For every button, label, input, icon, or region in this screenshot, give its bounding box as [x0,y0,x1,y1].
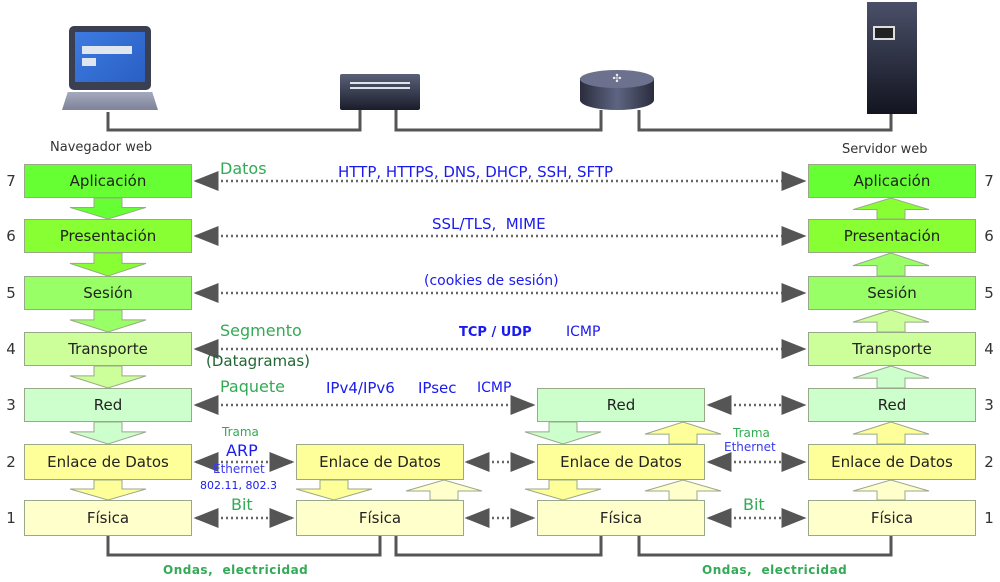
protocols-ethernet: Ethernet [213,462,265,476]
protocols-transport: TCP / UDP [459,325,532,340]
up-arrow-server [852,421,930,445]
server-label: Servidor web [842,142,928,157]
server-layer-presentacion: Presentación [808,219,976,253]
pdu-segmento: Segmento [220,321,302,340]
client-label: Navegador web [50,140,153,155]
pdu-bit-right: Bit [743,495,765,514]
pdu-paquete: Paquete [220,377,285,396]
protocols-transport-icmp: ICMP [566,324,601,340]
up-arrow-server [852,197,930,220]
pdu-datagramas: (Datagramas) [206,352,311,370]
medium-label-right: Ondas, electricidad [702,563,848,577]
up-arrow-server [852,252,930,277]
up-arrow-server [852,309,930,333]
down-arrow-client [69,479,147,501]
switch-layer-fisica: Física [296,500,464,536]
medium-label-left: Ondas, electricidad [163,563,309,577]
layer-num-1-left: 1 [6,509,16,527]
pdu-trama-right: Trama [733,426,770,440]
pdu-bit: Bit [231,495,253,514]
server-layer-transporte: Transporte [808,332,976,366]
server-layer-fisica: Física [808,500,976,536]
down-arrow-router [524,479,602,501]
layer-num-4-left: 4 [6,340,16,358]
up-arrow-server [852,365,930,389]
layer-num-6-right: 6 [984,227,994,245]
protocols-network-icmp: ICMP [477,380,512,396]
layer-num-4-right: 4 [984,340,994,358]
server-layer-aplicacion: Aplicación [808,164,976,198]
up-arrow-router [644,479,722,501]
protocols-presentation: SSL/TLS, MIME [432,215,546,233]
server-layer-enlace: Enlace de Datos [808,444,976,480]
layer-num-5-left: 5 [6,284,16,302]
client-layer-sesion: Sesión [24,276,192,310]
protocols-session: (cookies de sesión) [424,273,559,289]
server-layer-red: Red [808,388,976,422]
protocols-network-ipsec: IPsec [418,379,457,397]
client-layer-red: Red [24,388,192,422]
client-layer-enlace: Enlace de Datos [24,444,192,480]
layer-num-3-left: 3 [6,396,16,414]
protocols-network-ip: IPv4/IPv6 [326,379,395,397]
router-layer-enlace: Enlace de Datos [537,444,705,480]
up-arrow-server [852,479,930,501]
router-icon: ✣ [580,70,654,112]
down-arrow-router [524,421,602,445]
pdu-datos: Datos [220,159,267,178]
down-arrow-client [69,421,147,445]
down-arrow-switch [295,479,373,501]
protocols-ethernet-right: Ethernet [724,440,776,454]
protocols-wifi: 802.11, 802.3 [200,479,277,492]
down-arrow-client [69,365,147,389]
layer-num-7-right: 7 [984,172,994,190]
switch-icon [340,74,420,110]
layer-num-2-left: 2 [6,453,16,471]
down-arrow-client [69,197,147,220]
router-layer-fisica: Física [537,500,705,536]
layer-num-7-left: 7 [6,172,16,190]
switch-layer-enlace: Enlace de Datos [296,444,464,480]
client-layer-presentacion: Presentación [24,219,192,253]
client-layer-fisica: Física [24,500,192,536]
protocols-arp: ARP [226,441,258,460]
server-layer-sesion: Sesión [808,276,976,310]
laptop-icon [60,26,160,114]
router-layer-red: Red [537,388,705,422]
protocols-application: HTTP, HTTPS, DNS, DHCP, SSH, SFTP [338,163,614,181]
down-arrow-client [69,252,147,277]
down-arrow-client [69,309,147,333]
top-cabling [106,110,893,132]
up-arrow-switch [405,479,483,501]
client-layer-aplicacion: Aplicación [24,164,192,198]
layer-num-5-right: 5 [984,284,994,302]
layer-num-2-right: 2 [984,453,994,471]
bottom-cabling [106,536,893,557]
layer-num-1-right: 1 [984,509,994,527]
server-icon [867,2,917,114]
layer-num-6-left: 6 [6,227,16,245]
up-arrow-router [644,421,722,445]
layer-num-3-right: 3 [984,396,994,414]
client-layer-transporte: Transporte [24,332,192,366]
pdu-trama: Trama [222,425,259,439]
